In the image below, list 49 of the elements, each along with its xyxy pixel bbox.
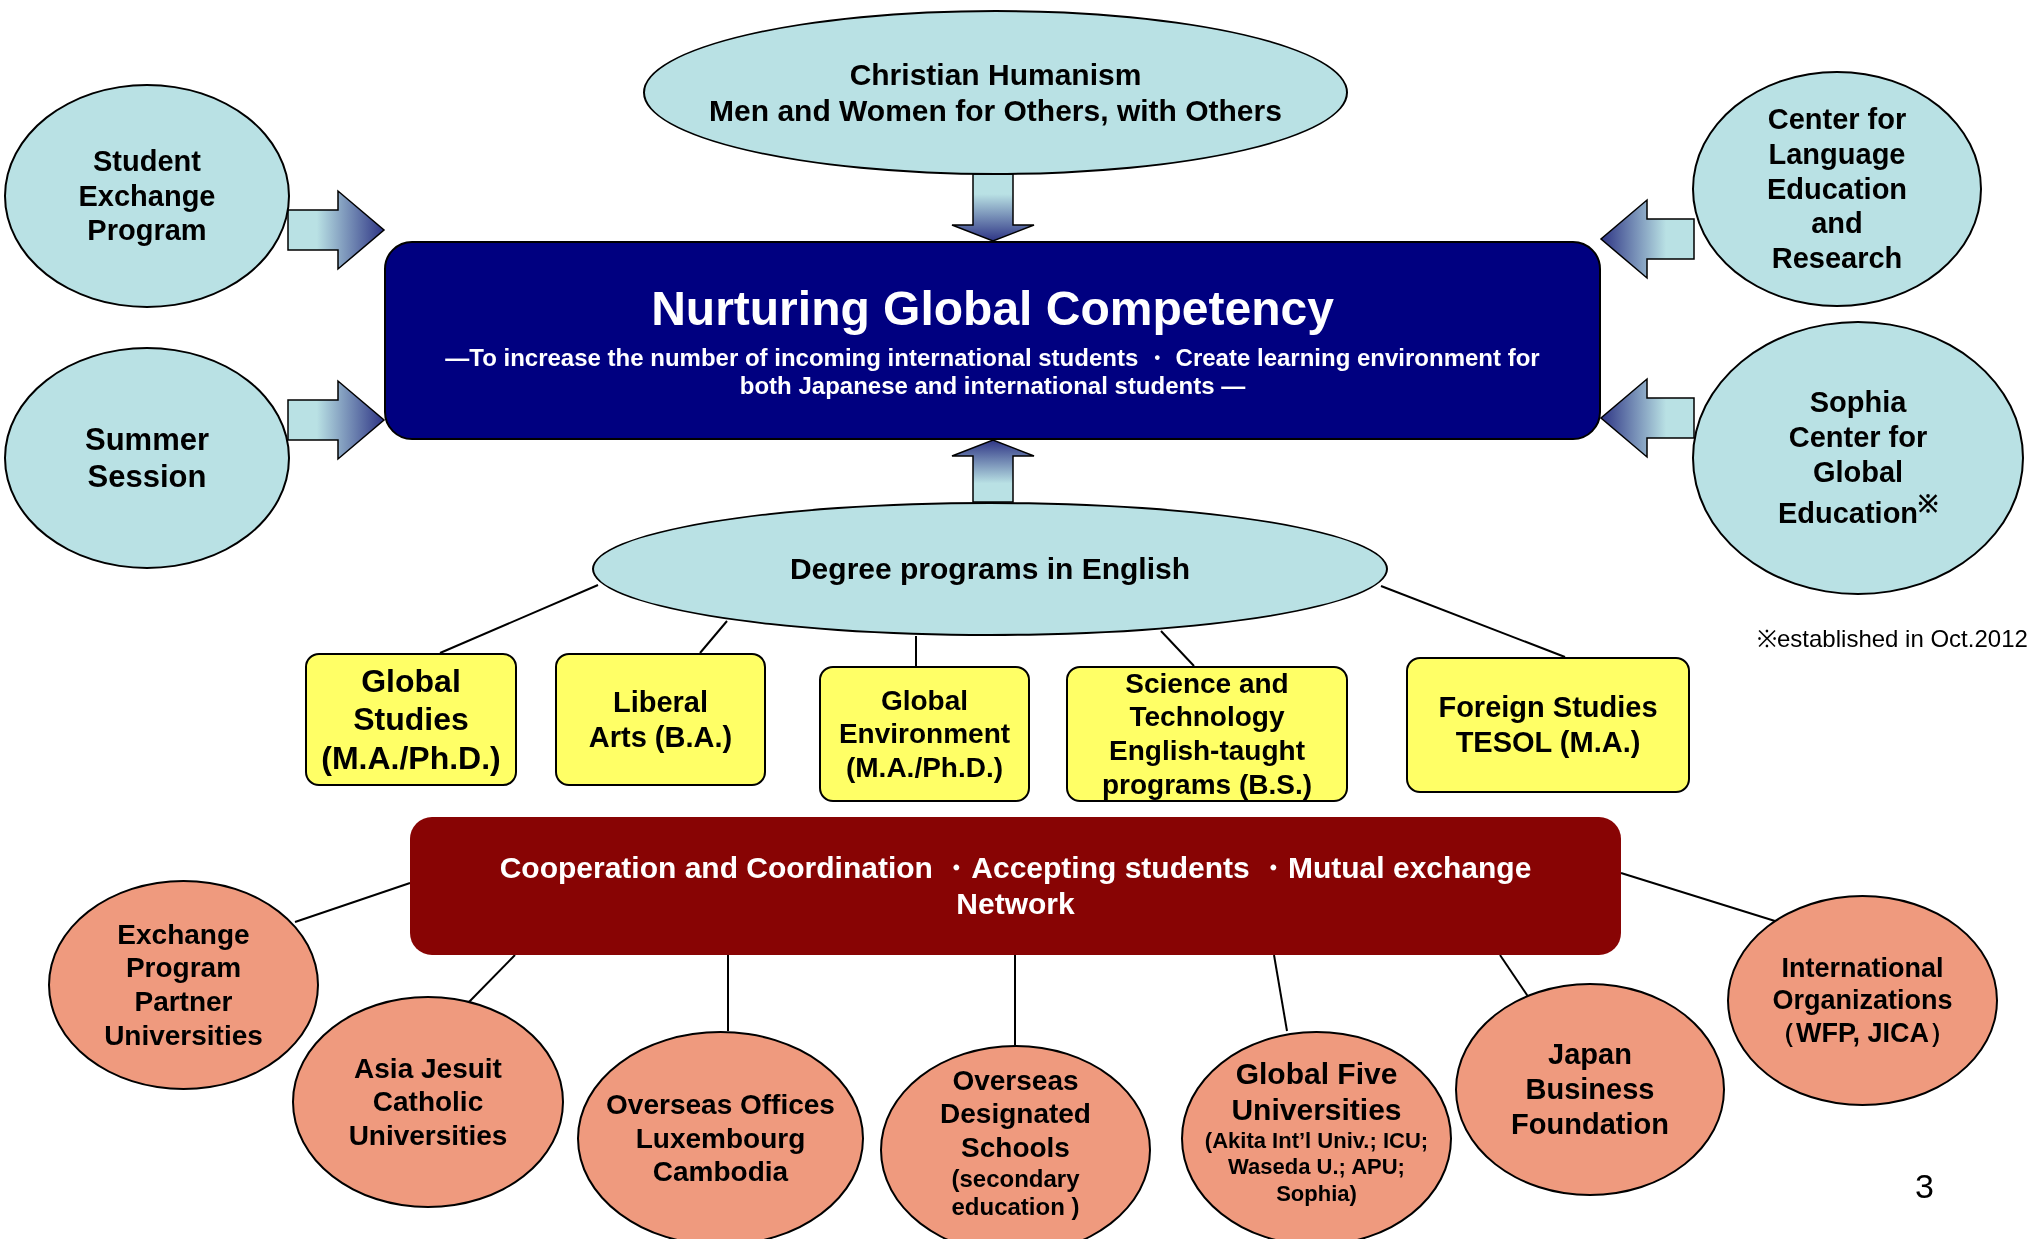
connector-line [1160, 630, 1195, 667]
node-label: Asia Jesuit Catholic Universities [347, 1051, 509, 1153]
node-label: Japan Business Foundation [1510, 1037, 1670, 1142]
connector-line [439, 584, 599, 654]
block-arrow [951, 173, 1035, 242]
node-label: Christian Humanism [849, 56, 1142, 93]
subtitle: ―To increase the number of incoming international students ・ Create learning environment for both Japanese and international students ― [444, 343, 1541, 402]
node-label: International Organizations （WFP, JICA） [1768, 951, 1957, 1050]
program-box [819, 666, 1030, 802]
node-label: Science and Technology English-taught programs (B.S.) [1101, 666, 1313, 802]
connector-line [468, 954, 516, 1003]
node-label: Global Studies (M.A./Ph.D.) [320, 661, 502, 778]
block-arrow [1599, 198, 1695, 280]
node-label: Degree programs in English [789, 551, 1191, 587]
connector-line [1620, 872, 1776, 922]
node-label: Overseas Designated Schools [939, 1063, 1092, 1165]
program-box [305, 653, 517, 786]
program-box [1066, 666, 1348, 802]
block-arrow [287, 189, 386, 271]
title-box [384, 241, 1601, 440]
program-box [555, 653, 766, 786]
node-label: Foreign Studies TESOL (M.A.) [1437, 690, 1659, 760]
node-label: (Akita Int’l Univ.; ICU; Waseda U.; APU; Sophia) [1203, 1127, 1430, 1208]
node-label: Sophia Center for Global Education$^{※}$ [1776, 385, 1940, 531]
node-label: Overseas Offices Luxembourg Cambodia [605, 1088, 836, 1189]
connector-line [1014, 954, 1016, 1046]
connector-line [699, 620, 728, 654]
network-box [410, 817, 1621, 955]
block-arrow [951, 439, 1035, 503]
connector-line [1273, 954, 1288, 1032]
node-label: Exchange Program Partner Universities [103, 917, 264, 1053]
footnote: ※established in Oct.2012 [1757, 624, 2028, 654]
node-label: Global Five Universities [1230, 1055, 1403, 1128]
connector-line [727, 954, 729, 1032]
node-label: Center for Language Education and Research [1765, 102, 1909, 276]
node-label: Student Exchange Program [77, 143, 217, 249]
program-box [1406, 657, 1690, 793]
node-label: (secondary education ) [950, 1164, 1081, 1223]
connector-line [1380, 585, 1566, 658]
node-label: Summer Session [83, 420, 210, 496]
node-label: Cooperation and Coordination ・Accepting students ・Mutual exchange Network [498, 850, 1533, 922]
connector-line [915, 635, 917, 667]
node-label: Liberal Arts (B.A.) [587, 684, 734, 755]
node-label: Global Environment (M.A./Ph.D.) [837, 683, 1012, 785]
node-label: Men and Women for Others, with Others [709, 92, 1282, 129]
block-arrow [1599, 377, 1695, 459]
block-arrow [287, 379, 386, 461]
page-number: 3 [1915, 1167, 1934, 1206]
title: Nurturing Global Competency [651, 280, 1334, 337]
